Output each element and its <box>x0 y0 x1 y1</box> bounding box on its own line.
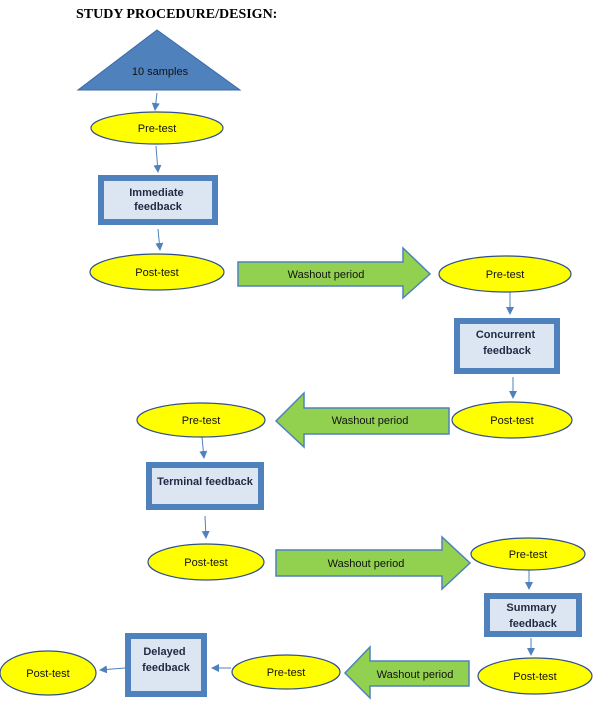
concurrent-feedback-label: Concurrent feedback <box>476 329 538 357</box>
connectors <box>99 92 535 674</box>
washout-arrow-4: Washout period <box>343 645 470 700</box>
immediate-feedback-label: Immediate feedback <box>129 187 186 213</box>
pre-test-1: Pre-test <box>90 111 224 145</box>
pre-test-3: Pre-test <box>136 402 266 438</box>
post-test-5: Post-test <box>0 650 97 696</box>
washout-label-4: Washout period <box>377 669 454 681</box>
post-test-1-label: Post-test <box>135 267 178 279</box>
concurrent-feedback-box: Concurrent feedback <box>454 318 560 374</box>
pre-test-2-label: Pre-test <box>486 269 525 281</box>
post-test-3: Post-test <box>147 543 265 581</box>
post-test-4-label: Post-test <box>513 671 556 683</box>
washout-label-1: Washout period <box>288 269 365 281</box>
post-test-3-label: Post-test <box>184 557 227 569</box>
start-triangle: 10 samples <box>76 29 242 91</box>
washout-arrow-3: Washout period <box>275 535 472 591</box>
post-test-4: Post-test <box>477 657 593 695</box>
pre-test-4-label: Pre-test <box>509 549 548 561</box>
immediate-feedback-box: Immediate feedback <box>98 175 218 225</box>
pre-test-5: Pre-test <box>231 654 341 690</box>
washout-arrow-2: Washout period <box>274 391 450 449</box>
post-test-2-label: Post-test <box>490 415 533 427</box>
post-test-1: Post-test <box>89 253 225 291</box>
terminal-feedback-box: Terminal feedback <box>146 462 264 510</box>
pre-test-1-label: Pre-test <box>138 123 177 135</box>
pre-test-3-label: Pre-test <box>182 415 221 427</box>
washout-label-3: Washout period <box>328 558 405 570</box>
summary-feedback-label: Summary feedback <box>506 602 559 630</box>
pre-test-4: Pre-test <box>470 537 586 571</box>
delayed-feedback-label: Delayed feedback <box>142 646 191 674</box>
pre-test-5-label: Pre-test <box>267 667 306 679</box>
start-label: 10 samples <box>132 66 189 78</box>
post-test-2: Post-test <box>451 401 573 439</box>
washout-arrow-1: Washout period <box>237 246 432 300</box>
post-test-5-label: Post-test <box>26 668 69 680</box>
diagram-title: STUDY PROCEDURE/DESIGN: <box>76 7 277 22</box>
washout-label-2: Washout period <box>332 415 409 427</box>
terminal-feedback-label: Terminal feedback <box>157 476 254 488</box>
pre-test-2: Pre-test <box>438 255 572 293</box>
delayed-feedback-box: Delayed feedback <box>125 633 207 697</box>
summary-feedback-box: Summary feedback <box>484 593 582 637</box>
